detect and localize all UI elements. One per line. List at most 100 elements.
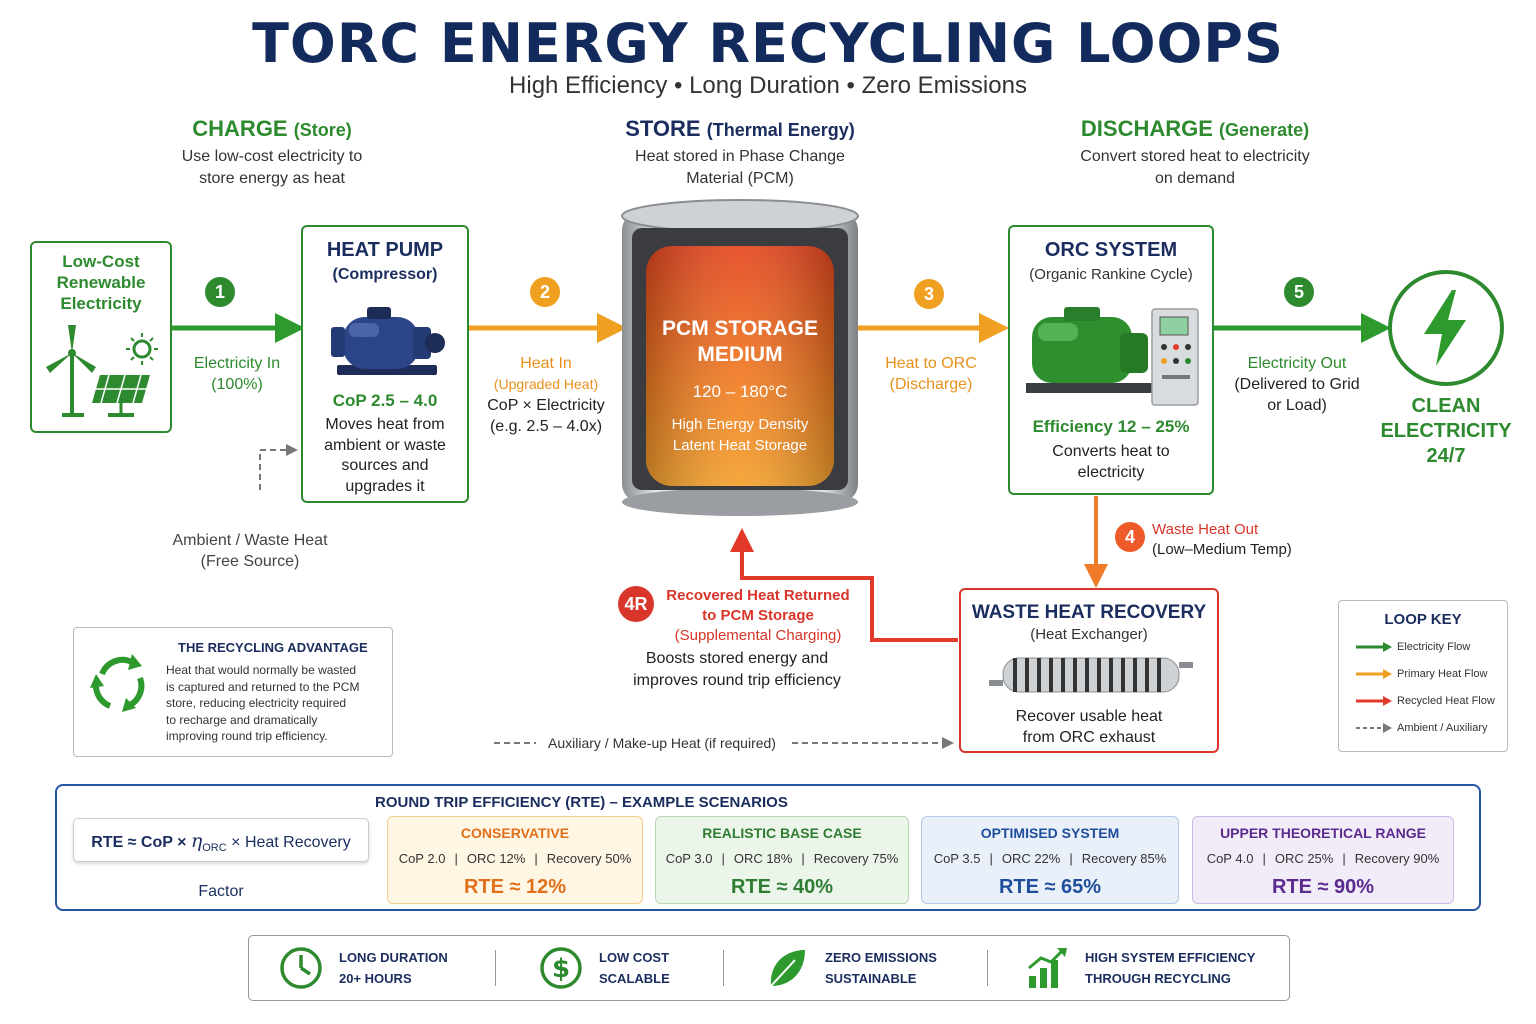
heat-pump-box: HEAT PUMP (Compressor) CoP 2.5 – 4.0 Mov… xyxy=(301,225,469,503)
ambient-heat-arrow xyxy=(259,444,298,490)
pcm-title-2: MEDIUM xyxy=(697,343,783,366)
legend-item-label: Ambient / Auxiliary xyxy=(1397,722,1488,735)
rte-panel: ROUND TRIP EFFICIENCY (RTE) – EXAMPLE SC… xyxy=(55,784,1481,911)
step-2-line-4: (e.g. 2.5 – 4.0x) xyxy=(489,418,603,435)
clean-line-3: 24/7 xyxy=(1426,445,1466,467)
source-label-3: Electricity xyxy=(60,294,142,313)
discharge-desc-2: on demand xyxy=(1154,170,1236,187)
scenario-param: Recovery 90% xyxy=(1354,851,1440,866)
recovery-desc-1: Recover usable heat xyxy=(1015,708,1163,725)
feature-divider xyxy=(723,950,724,986)
clean-electricity-label: CLEAN ELECTRICITY 24/7 xyxy=(1376,394,1516,469)
param-separator: | xyxy=(1069,851,1073,866)
page-title: TORC ENERGY RECYCLING LOOPS xyxy=(252,12,1284,75)
orc-system-box: ORC SYSTEM (Organic Rankine Cycle) Effic… xyxy=(1008,225,1214,495)
step-4r-badge: 4R xyxy=(618,586,654,622)
step-5-line-2: (Delivered to Grid xyxy=(1234,376,1360,393)
scenario-params: CoP 3.5|ORC 22%|Recovery 85% xyxy=(922,851,1178,866)
step-4-line-1: Waste Heat Out xyxy=(1152,521,1259,538)
scenario-params: CoP 2.0|ORC 12%|Recovery 50% xyxy=(388,851,642,866)
recycle-icon xyxy=(90,654,145,712)
waste-heat-recovery-box: WASTE HEAT RECOVERY (Heat Exchanger) Rec… xyxy=(959,588,1219,753)
scenario-param: Recovery 85% xyxy=(1081,851,1167,866)
recovered-heat-arrow xyxy=(730,528,958,642)
scenario-name: REALISTIC BASE CASE xyxy=(702,825,862,841)
legend-arrow-icon xyxy=(1356,696,1392,707)
charge-title: CHARGE xyxy=(192,116,288,141)
feature-line-1: HIGH SYSTEM EFFICIENCY xyxy=(1085,950,1256,965)
heat-exchanger-icon xyxy=(989,657,1193,693)
legend-item: Recycled Heat Flow xyxy=(1355,695,1495,707)
feature-line-2: SCALABLE xyxy=(599,971,670,986)
recycling-advantage-box: THE RECYCLING ADVANTAGE Heat that would … xyxy=(73,627,393,757)
legend-title: LOOP KEY xyxy=(1384,611,1462,628)
charge-desc-1: Use low-cost electricity to xyxy=(181,148,363,165)
step-2-line-1: Heat In xyxy=(520,355,572,372)
ambient-line-1: Ambient / Waste Heat xyxy=(172,532,328,549)
param-separator: | xyxy=(1262,851,1266,866)
formula-part-b: × Heat Recovery Factor xyxy=(198,834,351,901)
step-4-line-2: (Low–Medium Temp) xyxy=(1152,541,1292,558)
param-separator: | xyxy=(989,851,993,866)
page-subtitle: High Efficiency • Long Duration • Zero E… xyxy=(509,72,1027,99)
recovery-title: WASTE HEAT RECOVERY xyxy=(971,602,1207,623)
advantage-line-1: Heat that would normally be wasted xyxy=(166,663,357,677)
param-separator: | xyxy=(801,851,805,866)
feature-line-1: LOW COST xyxy=(599,950,670,965)
auxiliary-heat-label: Auxiliary / Make-up Heat (if required) xyxy=(548,735,776,751)
store-title: STORE xyxy=(625,116,701,141)
pcm-storage-tank xyxy=(621,199,859,516)
legend-arrow-icon xyxy=(1356,642,1392,653)
heat-pump-desc-3: sources and xyxy=(341,457,429,474)
step-3-line-2: (Discharge) xyxy=(889,376,973,393)
formula-part-a: RTE ≈ CoP × xyxy=(91,834,191,851)
renewable-source-box: Low-Cost Renewable Electricity xyxy=(30,241,172,433)
clock-icon xyxy=(280,947,322,989)
step-4r-description: Boosts stored energy and improves round t… xyxy=(610,648,864,692)
scenario-rte: RTE ≈ 65% xyxy=(998,876,1102,898)
store-phase-header: STORE (Thermal Energy) Heat stored in Ph… xyxy=(580,116,900,190)
step-2-line-3: CoP × Electricity xyxy=(487,397,605,414)
param-separator: | xyxy=(1342,851,1346,866)
legend-item-label: Recycled Heat Flow xyxy=(1397,695,1495,708)
orc-title: ORC SYSTEM xyxy=(1044,239,1178,261)
scenario-param: Recovery 75% xyxy=(813,851,899,866)
feature-divider xyxy=(495,950,496,986)
step-5-badge: 5 xyxy=(1284,277,1314,307)
heat-pump-cop: CoP 2.5 – 4.0 xyxy=(332,391,438,410)
scenario-param: ORC 25% xyxy=(1274,851,1334,866)
advantage-line-3: store, reducing electricity required xyxy=(166,696,347,710)
rte-formula: RTE ≈ CoP × ηORC × Heat Recovery Factor xyxy=(73,818,369,900)
legend-item-label: Primary Heat Flow xyxy=(1397,668,1488,681)
feature-divider xyxy=(987,950,988,986)
feature-line-1: LONG DURATION xyxy=(339,950,448,965)
legend-item-label: Electricity Flow xyxy=(1397,641,1471,654)
discharge-subtitle: (Generate) xyxy=(1219,120,1310,140)
param-separator: | xyxy=(534,851,538,866)
step-3-label: Heat to ORC(Discharge) xyxy=(866,353,996,395)
step-1-label: Electricity In(100%) xyxy=(170,353,304,395)
legend-item: Electricity Flow xyxy=(1355,641,1470,653)
pcm-temperature: 120 – 180°C xyxy=(692,382,788,401)
scenario-name: UPPER THEORETICAL RANGE xyxy=(1220,825,1426,841)
ambient-heat-label: Ambient / Waste Heat(Free Source) xyxy=(150,530,350,572)
step-4r-desc-1: Boosts stored energy and xyxy=(645,650,829,667)
scenario-param: Recovery 50% xyxy=(546,851,632,866)
advantage-line-5: improving round trip efficiency. xyxy=(166,729,328,743)
step-4r-desc-2: improves round trip efficiency xyxy=(633,672,841,689)
recovery-desc-2: from ORC exhaust xyxy=(1022,729,1156,746)
heat-pump-subtitle: (Compressor) xyxy=(332,266,438,283)
step-3-badge: 3 xyxy=(914,279,944,309)
advantage-text: Heat that would normally be wasted is ca… xyxy=(166,662,359,745)
heat-pump-desc-1: Moves heat from xyxy=(325,416,445,433)
recovery-subtitle: (Heat Exchanger) xyxy=(1030,626,1148,643)
